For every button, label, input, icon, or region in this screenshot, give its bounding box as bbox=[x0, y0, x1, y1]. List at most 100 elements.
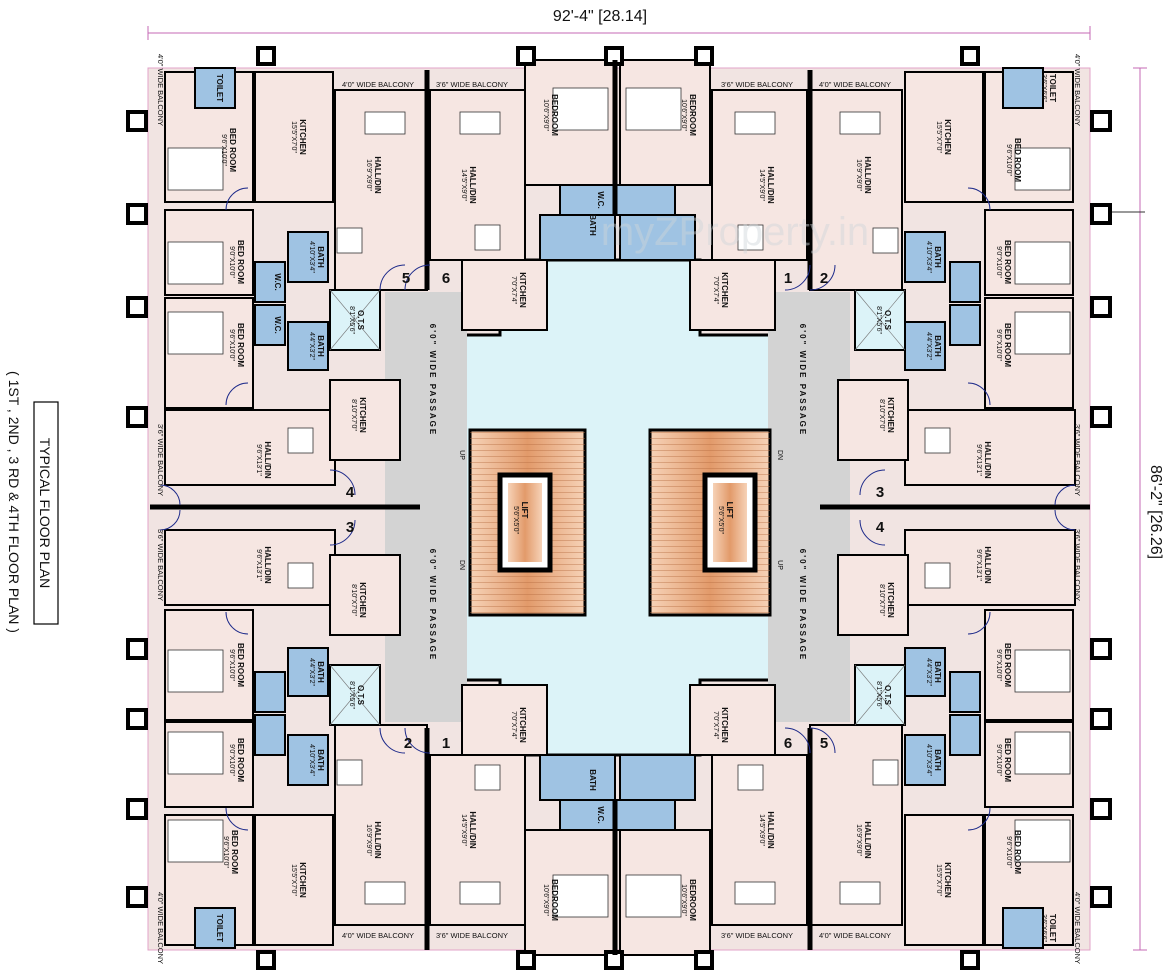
balcony-label: 4'0" WIDE BALCONY bbox=[819, 80, 891, 89]
balcony-label: 3'6" WIDE BALCONY bbox=[436, 80, 508, 89]
room-dim: 9'6"X13'1" bbox=[975, 549, 982, 581]
room-name: BED ROOM bbox=[1003, 643, 1012, 687]
room-name: BATH bbox=[316, 335, 325, 357]
door-swings bbox=[159, 187, 1076, 831]
room-name: BED ROOM bbox=[228, 128, 237, 172]
room-name: W.C. bbox=[596, 806, 605, 823]
room-dim: 9'6"X13'1" bbox=[255, 444, 262, 476]
room-dim: 9'6"X13'1" bbox=[975, 444, 982, 476]
room-dim: 16'9"X9'0" bbox=[365, 824, 372, 856]
room-name: BATH bbox=[588, 769, 597, 791]
room-name: KITCHEN bbox=[720, 707, 729, 743]
room-name: BATH bbox=[316, 246, 325, 268]
room-name: KITCHEN bbox=[943, 119, 952, 155]
room-name: HALL/DIN bbox=[373, 156, 382, 194]
balcony-label: 3'6" WIDE BALCONY bbox=[156, 424, 165, 496]
flat-number: 5 bbox=[820, 735, 828, 752]
room-dim: 7'0"X7'4" bbox=[712, 711, 719, 739]
balcony-label: 3'6" WIDE BALCONY bbox=[436, 931, 508, 940]
lift-dim: 5'6"X5'0" bbox=[717, 506, 724, 534]
room-name: HALL/DIN bbox=[766, 166, 775, 204]
flat-number: 3 bbox=[876, 484, 884, 501]
room-name: BATH bbox=[933, 246, 942, 268]
room-dim: 15'5"X7'0" bbox=[290, 864, 297, 896]
room-name: HALL/DIN bbox=[983, 546, 992, 584]
width-dimension: 92'-4" [28.14] bbox=[553, 8, 647, 25]
room-name: KITCHEN bbox=[298, 119, 307, 155]
flat-number: 2 bbox=[404, 735, 412, 752]
flat-number: 6 bbox=[784, 735, 792, 752]
room-name: BATH bbox=[316, 749, 325, 771]
room-dim: 9'6"X10'0" bbox=[1005, 836, 1012, 868]
balcony-label: 4'0" WIDE BALCONY bbox=[156, 54, 165, 126]
stair-up-label: UP bbox=[458, 450, 465, 460]
lift-dim: 5'6"X5'0" bbox=[512, 506, 519, 534]
room-name: HALL/DIN bbox=[863, 821, 872, 859]
room-dim: 9'0"X10'0" bbox=[995, 744, 1002, 776]
room-dim: 10'6"X9'0" bbox=[542, 99, 549, 131]
room-dim: 3'6"X6'6" bbox=[1040, 74, 1047, 102]
room-dim: 14'5"X9'0" bbox=[758, 814, 765, 846]
room-name: KITCHEN bbox=[298, 862, 307, 898]
room-name: TOILET bbox=[215, 914, 224, 942]
room-dim: 9'6"X10'0" bbox=[228, 329, 235, 361]
flat-number: 4 bbox=[346, 484, 355, 501]
room-name: O.T.S bbox=[356, 310, 365, 331]
room-name: BED ROOM bbox=[236, 240, 245, 284]
flat-number: 6 bbox=[442, 270, 450, 287]
room-name: TOILET bbox=[1048, 74, 1057, 102]
flat-number: 1 bbox=[784, 270, 792, 287]
room-dim: 8'1"X5'6" bbox=[348, 681, 355, 709]
balcony-label: 4'0" WIDE BALCONY bbox=[342, 931, 414, 940]
room-dim: 9'6"X10'0" bbox=[995, 329, 1002, 361]
balcony-label: 4'0" WIDE BALCONY bbox=[342, 80, 414, 89]
room-dim: 9'6"X10'0" bbox=[222, 836, 229, 868]
balcony-label: 4'0" WIDE BALCONY bbox=[1073, 892, 1082, 964]
room-dim: 4'10"X3'4" bbox=[308, 241, 315, 273]
balcony-label: 3'6" WIDE BALCONY bbox=[1073, 529, 1082, 601]
room-dim: 9'6"X10'0" bbox=[228, 649, 235, 681]
room-dim: 16'9"X9'0" bbox=[365, 159, 372, 191]
room-dim: 9'6"X10'0" bbox=[220, 134, 227, 166]
lift-label: LIFT bbox=[725, 502, 734, 519]
room-name: BED ROOM bbox=[1003, 738, 1012, 782]
room-name: HALL/DIN bbox=[468, 811, 477, 849]
room-dim: 9'0"X10'0" bbox=[995, 246, 1002, 278]
room-name: HALL/DIN bbox=[263, 441, 272, 479]
balcony-label: 3'6" WIDE BALCONY bbox=[721, 80, 793, 89]
room-dim: 8'1"X5'6" bbox=[875, 681, 882, 709]
room-dim: 9'6"X10'0" bbox=[1005, 144, 1012, 176]
balcony-label: 4'0" WIDE BALCONY bbox=[1073, 54, 1082, 126]
room-name: TOILET bbox=[215, 74, 224, 102]
flat-number: 2 bbox=[820, 270, 828, 287]
title-sub: ( 1ST , 2ND , 3 RD & 4TH FLOOR PLAN ) bbox=[6, 371, 22, 633]
room-name: HALL/DIN bbox=[468, 166, 477, 204]
room-dim: 3'6"X6'6" bbox=[1040, 914, 1047, 942]
dimension-lines bbox=[147, 26, 1147, 951]
room-name: BEDROOM bbox=[688, 94, 697, 136]
balcony-labels: 4'0" WIDE BALCONY 3'6" WIDE BALCONY 3'6"… bbox=[156, 54, 1082, 964]
room-dim: 7'0"X7'4" bbox=[510, 711, 517, 739]
room-dim: 9'0"X10'0" bbox=[228, 246, 235, 278]
rooms-left bbox=[164, 59, 621, 956]
room-name: KITCHEN bbox=[720, 272, 729, 308]
room-name: BED ROOM bbox=[1013, 138, 1022, 182]
passage-label: 6'0" WIDE PASSAGE bbox=[798, 324, 807, 436]
room-name: BATH bbox=[933, 335, 942, 357]
room-name: BATH bbox=[933, 749, 942, 771]
walls bbox=[150, 60, 1090, 955]
room-dim: 15'5"X7'0" bbox=[935, 121, 942, 153]
room-dim: 8'1"X5'6" bbox=[875, 306, 882, 334]
passage-label: 6'0" WIDE PASSAGE bbox=[798, 549, 807, 661]
room-dim: 8'10"X7'0" bbox=[878, 584, 885, 616]
room-dim: 4'4"X3'2" bbox=[308, 332, 315, 360]
room-name: O.T.S bbox=[883, 685, 892, 706]
room-name: HALL/DIN bbox=[263, 546, 272, 584]
stair-dn-label: DN bbox=[776, 450, 783, 460]
room-dim: 9'6"X13'1" bbox=[255, 549, 262, 581]
room-name: KITCHEN bbox=[518, 272, 527, 308]
flat-number: 1 bbox=[442, 735, 450, 752]
room-name: BATH bbox=[933, 661, 942, 683]
room-dim: 4'10"X3'4" bbox=[925, 241, 932, 273]
room-dim: 10'6"X9'0" bbox=[542, 884, 549, 916]
